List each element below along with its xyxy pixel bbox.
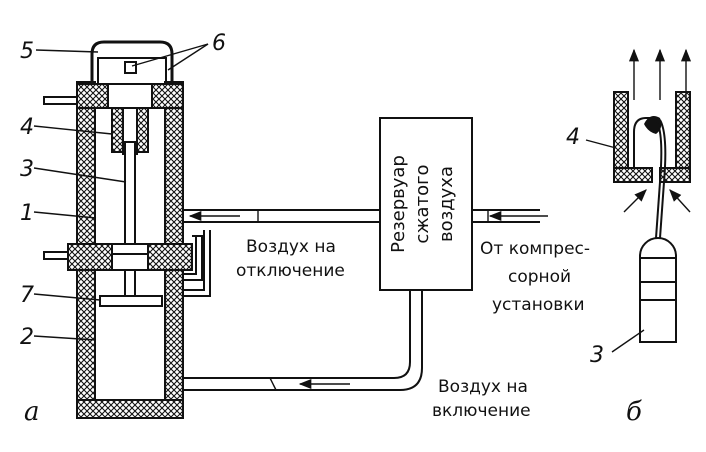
figure-a bbox=[43, 40, 206, 419]
air-on-line bbox=[183, 290, 411, 379]
inflow-arrow-left bbox=[623, 189, 647, 213]
part-5-label: 5 bbox=[20, 39, 34, 64]
figure-a-label: а bbox=[24, 397, 40, 427]
cylinder-bottom bbox=[76, 399, 184, 419]
arc-conductor bbox=[655, 119, 663, 239]
air-off-label-2: отключение bbox=[236, 261, 345, 281]
part-7-label: 7 bbox=[20, 283, 34, 308]
part-6-label: 6 bbox=[212, 31, 226, 56]
reservoir-label-1: Резервуар bbox=[388, 155, 409, 253]
reservoir bbox=[379, 117, 473, 291]
compressor-label-2: сорной bbox=[508, 267, 571, 287]
figure-b bbox=[613, 48, 692, 343]
nozzle-contact bbox=[633, 117, 658, 168]
air-on-label-2: включение bbox=[432, 401, 531, 421]
middle-side-rod bbox=[43, 251, 69, 260]
top-side-rod bbox=[43, 96, 78, 105]
air-off-label-1: Воздух на bbox=[246, 237, 336, 257]
cap bbox=[90, 40, 174, 84]
piston bbox=[99, 295, 163, 307]
part-1-label: 1 bbox=[20, 201, 34, 226]
compressor-label-1: От компрес- bbox=[480, 239, 590, 259]
compressor-label-3: установки bbox=[492, 295, 585, 315]
cap-window bbox=[124, 61, 137, 74]
piston-rod bbox=[124, 141, 136, 303]
inflow-arrow-right bbox=[669, 189, 691, 213]
reservoir-label-3: воздуха bbox=[436, 166, 457, 242]
air-on-label-1: Воздух на bbox=[438, 377, 528, 397]
part-3-label: 3 bbox=[20, 157, 34, 182]
part-2-label: 2 bbox=[20, 325, 34, 350]
part-4-label: 4 bbox=[20, 115, 34, 140]
pipe-to-lower-chamber bbox=[183, 230, 205, 291]
nozzle-part-4-label: 4 bbox=[566, 125, 580, 150]
nozzle-bottom-left bbox=[613, 167, 653, 183]
figure-b-label: б bbox=[626, 397, 642, 427]
nozzle-part-3-label: 3 bbox=[590, 343, 604, 368]
leader-lines-a bbox=[33, 43, 209, 341]
reservoir-label-2: сжатого bbox=[412, 164, 433, 243]
